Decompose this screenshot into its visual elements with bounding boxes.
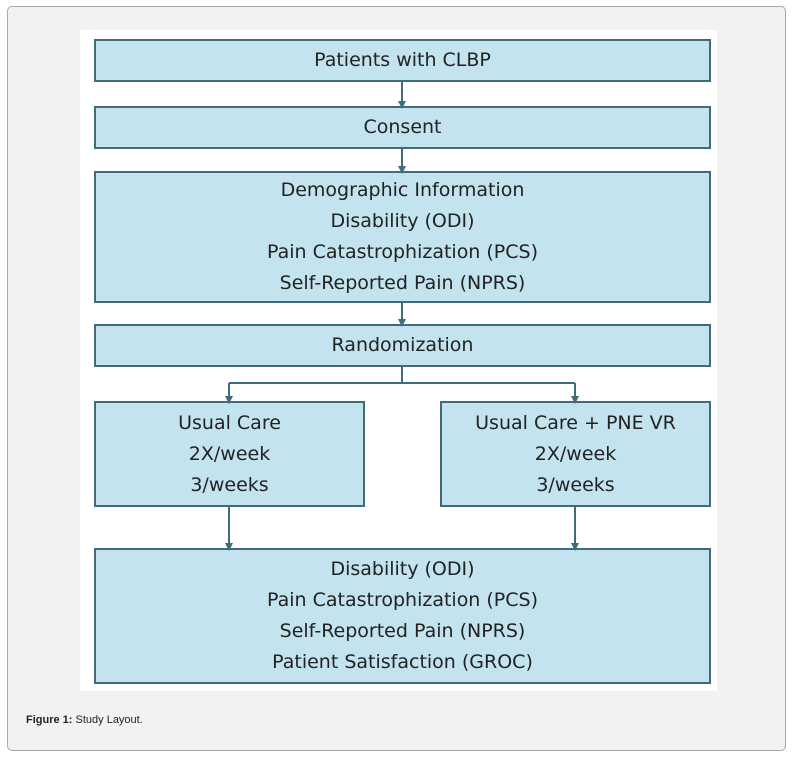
box-outcomes-line-2: Pain Catastrophization (PCS) (266, 589, 539, 611)
box-consent-line: Consent (363, 116, 442, 138)
box-usual-care-pne-line-2: 2X/week (534, 442, 617, 465)
box-consent: Consent (94, 106, 711, 149)
box-usual-care-pne-vr: Usual Care + PNE VR 2X/week 3/weeks (440, 401, 711, 507)
figure-caption-text: Study Layout. (75, 714, 143, 726)
box-baseline-line-4: Self-Reported Pain (NPRS) (279, 272, 526, 294)
box-outcome-measures: Disability (ODI) Pain Catastrophization … (94, 548, 711, 684)
box-patients: Patients with CLBP (94, 39, 711, 82)
box-randomization: Randomization (94, 324, 711, 367)
box-usual-care: Usual Care 2X/week 3/weeks (94, 401, 365, 507)
figure-caption-label: Figure 1: (26, 714, 73, 726)
box-usual-care-line-3: 3/weeks (190, 473, 269, 496)
box-patients-line: Patients with CLBP (314, 49, 491, 71)
box-randomization-line: Randomization (331, 334, 474, 356)
box-baseline-line-2: Disability (ODI) (330, 210, 475, 232)
figure-caption: Figure 1: Study Layout. (26, 714, 143, 726)
box-outcomes-line-1: Disability (ODI) (330, 558, 475, 580)
box-baseline-line-1: Demographic Information (280, 179, 525, 201)
box-baseline-line-3: Pain Catastrophization (PCS) (266, 241, 539, 263)
box-outcomes-line-3: Self-Reported Pain (NPRS) (279, 620, 526, 642)
box-usual-care-pne-line-3: 3/weeks (536, 473, 615, 496)
box-baseline-measures: Demographic Information Disability (ODI)… (94, 171, 711, 303)
box-usual-care-line-2: 2X/week (188, 442, 271, 465)
box-usual-care-line-1: Usual Care (178, 411, 281, 434)
box-usual-care-pne-line-1: Usual Care + PNE VR (475, 411, 676, 434)
box-outcomes-line-4: Patient Satisfaction (GROC) (272, 651, 533, 673)
